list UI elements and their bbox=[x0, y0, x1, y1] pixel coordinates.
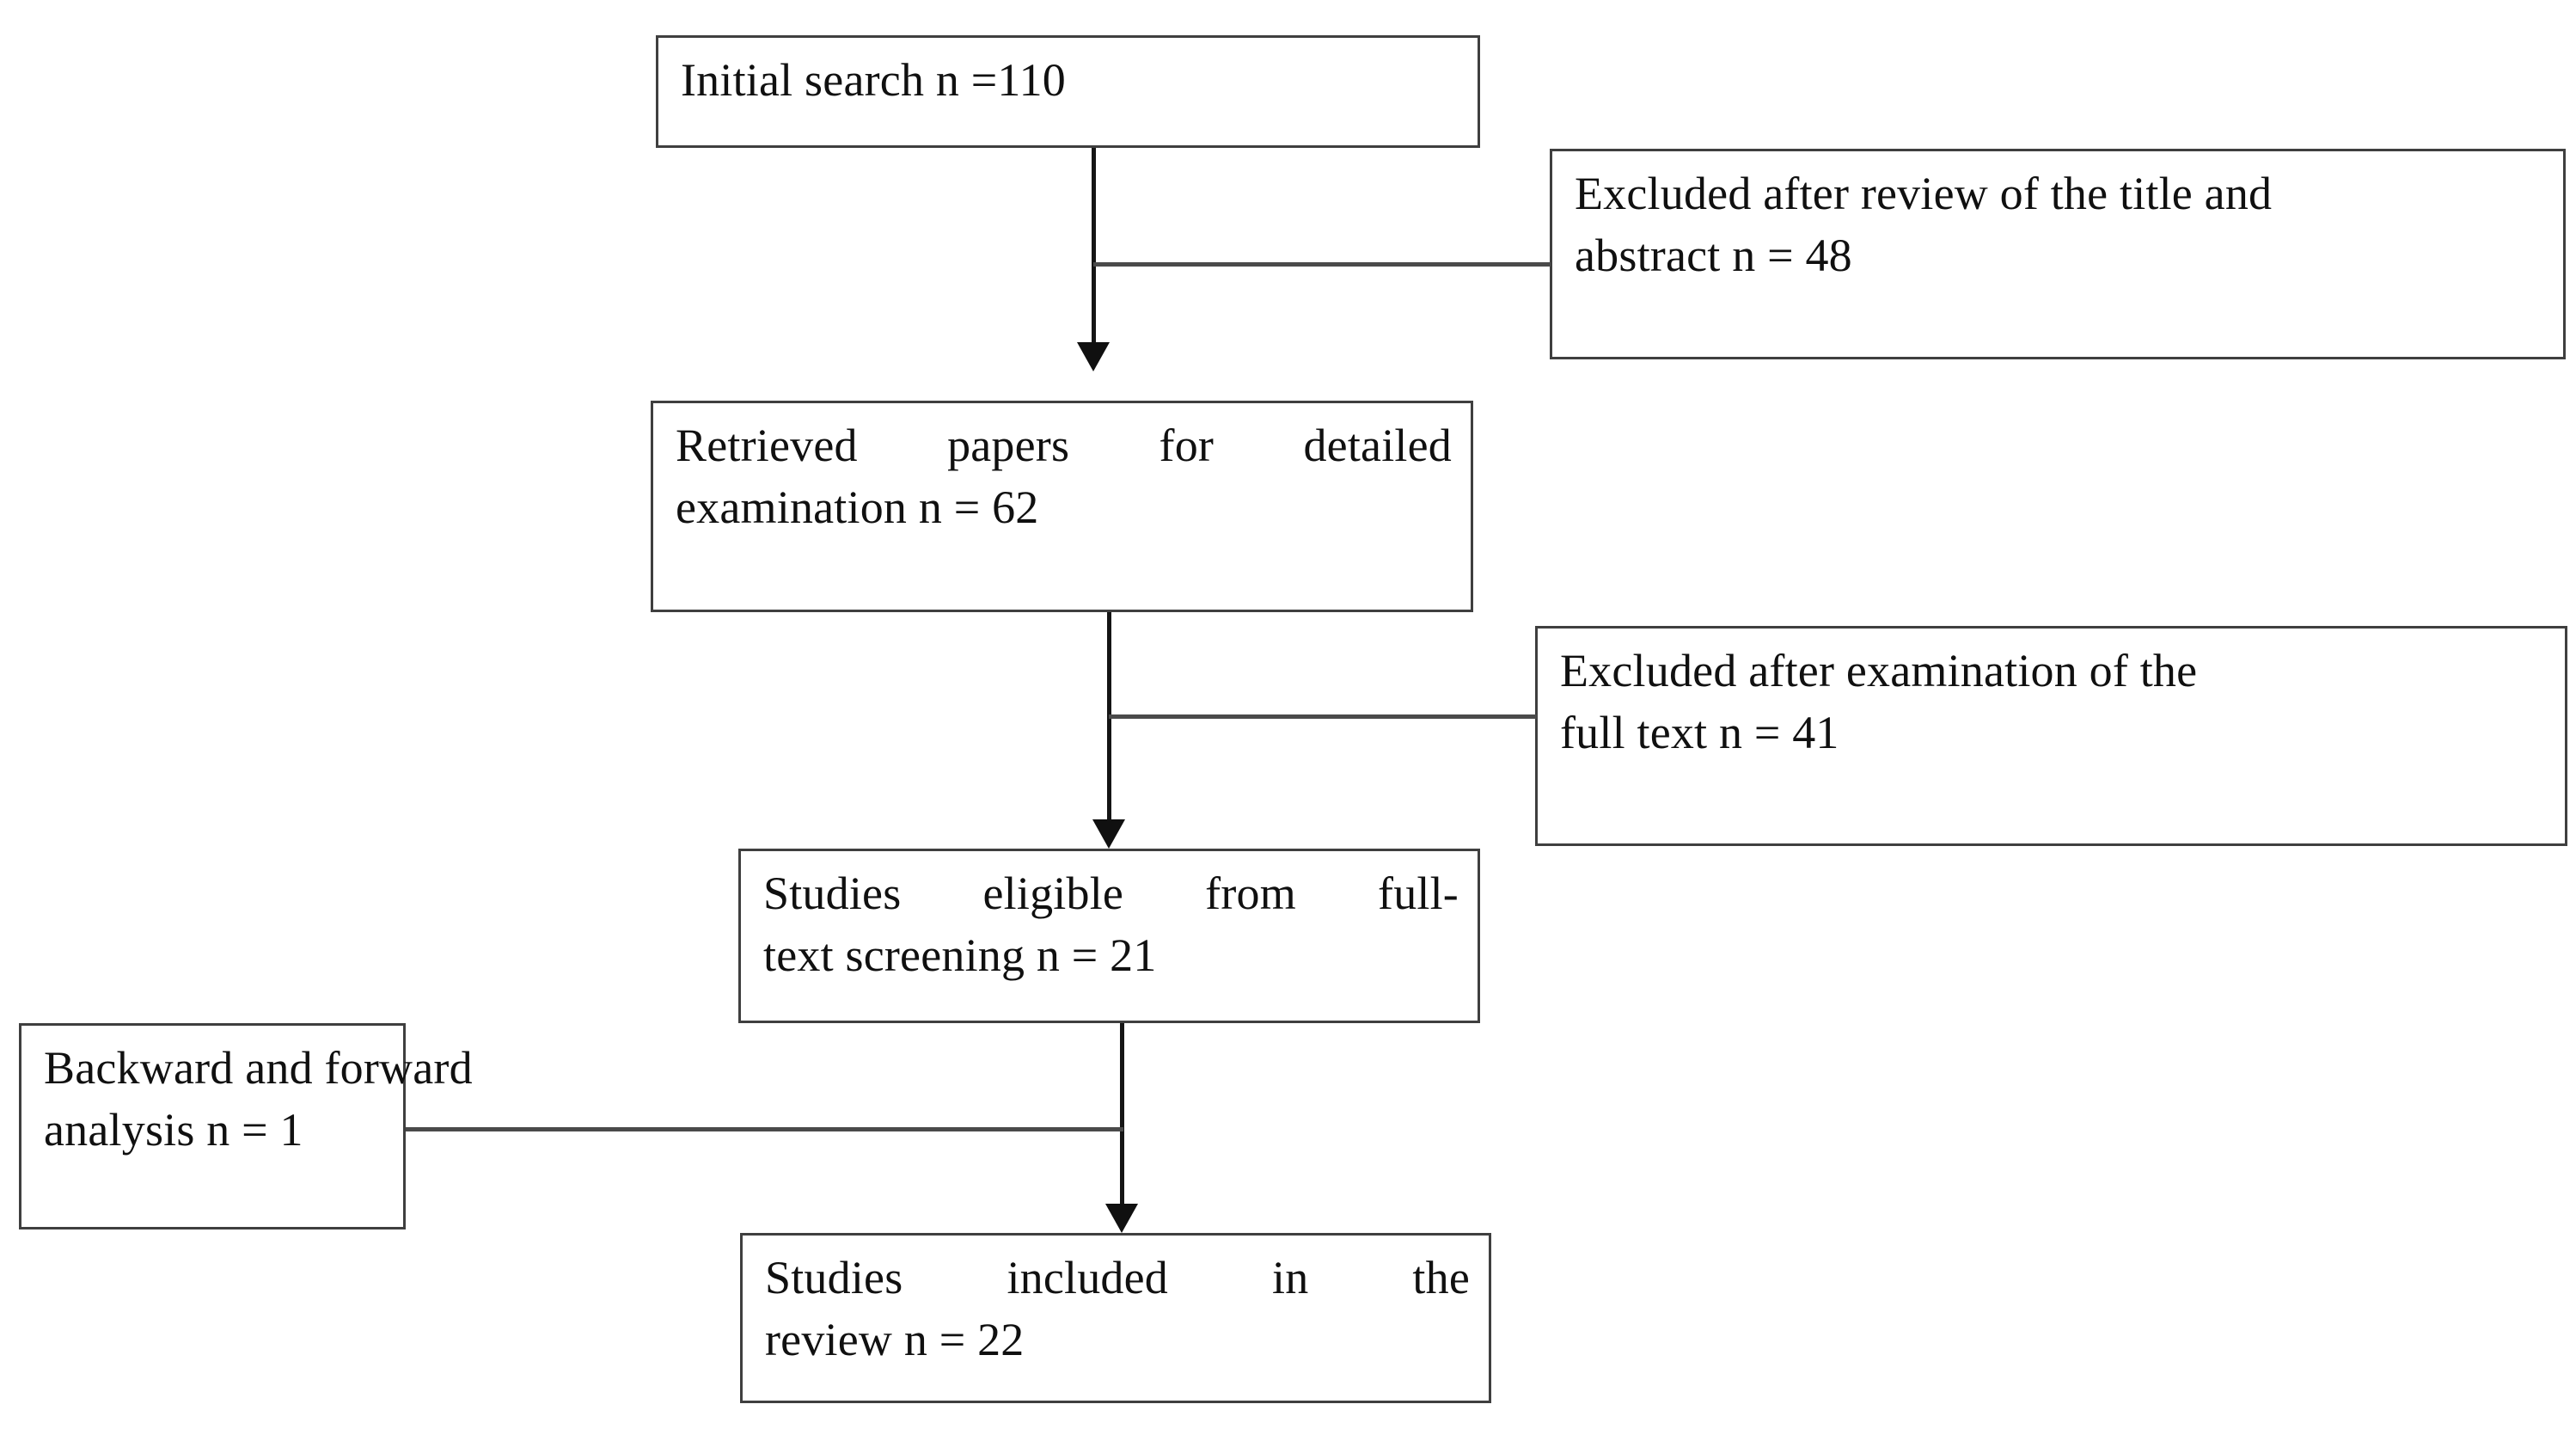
initial-search-text: Initial search n =110 bbox=[681, 50, 1459, 112]
connector-initial-to-retrieved-arrowhead bbox=[1077, 342, 1110, 371]
studies-included-text: Studies included in the review n = 22 bbox=[765, 1248, 1470, 1371]
studies-eligible-box: Studies eligible from full-text screenin… bbox=[738, 849, 1480, 1023]
text-line: review n = 22 bbox=[765, 1313, 1025, 1365]
text-line: analysis n = 1 bbox=[44, 1103, 303, 1156]
text-line: full text n = 41 bbox=[1560, 706, 1839, 758]
text-line: Studies included in the bbox=[765, 1252, 1470, 1303]
initial-search-box: Initial search n =110 bbox=[656, 35, 1480, 148]
connector-retrieved-to-eligible-arrowhead bbox=[1092, 819, 1125, 849]
text-line: abstract n = 48 bbox=[1575, 229, 1852, 281]
studies-eligible-text: Studies eligible from full-text screenin… bbox=[763, 863, 1459, 987]
text-line: Backward and forward bbox=[44, 1042, 473, 1094]
connector-retrieved-to-excluded-fulltext bbox=[1109, 714, 1537, 719]
backward-forward-analysis-box: Backward and forward analysis n = 1 bbox=[19, 1023, 473, 1229]
text-line: examination n = 62 bbox=[676, 481, 1039, 533]
text-line: Excluded after examination of the bbox=[1560, 645, 2198, 696]
connector-eligible-to-included-arrowhead bbox=[1105, 1204, 1138, 1233]
connector-eligible-to-included bbox=[1120, 1023, 1124, 1209]
text-line: Excluded after review of the title and bbox=[1575, 168, 2273, 219]
retrieved-papers-text: Retrieved papers for detailed examination… bbox=[676, 415, 1452, 539]
excluded-full-text-box: Excluded after examination of the full te… bbox=[1535, 626, 2567, 846]
excluded-title-abstract-box: Excluded after review of the title and ab… bbox=[1550, 149, 2566, 359]
connector-initial-to-retrieved bbox=[1092, 148, 1096, 347]
studies-included-box: Studies included in the review n = 22 bbox=[740, 1233, 1491, 1403]
connector-initial-to-excluded-title bbox=[1093, 262, 1551, 267]
text-line: text screening n = 21 bbox=[763, 929, 1157, 981]
text-line: Retrieved papers for detailed bbox=[676, 420, 1452, 471]
excluded-title-abstract-text: Excluded after review of the title and ab… bbox=[1575, 163, 2544, 287]
backward-forward-analysis-text: Backward and forward analysis n = 1 bbox=[44, 1038, 473, 1162]
text-line: Initial search n =110 bbox=[681, 54, 1067, 106]
text-line: Studies eligible from full- bbox=[763, 868, 1459, 919]
retrieved-papers-box: Retrieved papers for detailed examination… bbox=[651, 401, 1473, 612]
connector-backward-forward-to-included bbox=[406, 1127, 1123, 1131]
excluded-full-text-text: Excluded after examination of the full te… bbox=[1560, 641, 2546, 764]
